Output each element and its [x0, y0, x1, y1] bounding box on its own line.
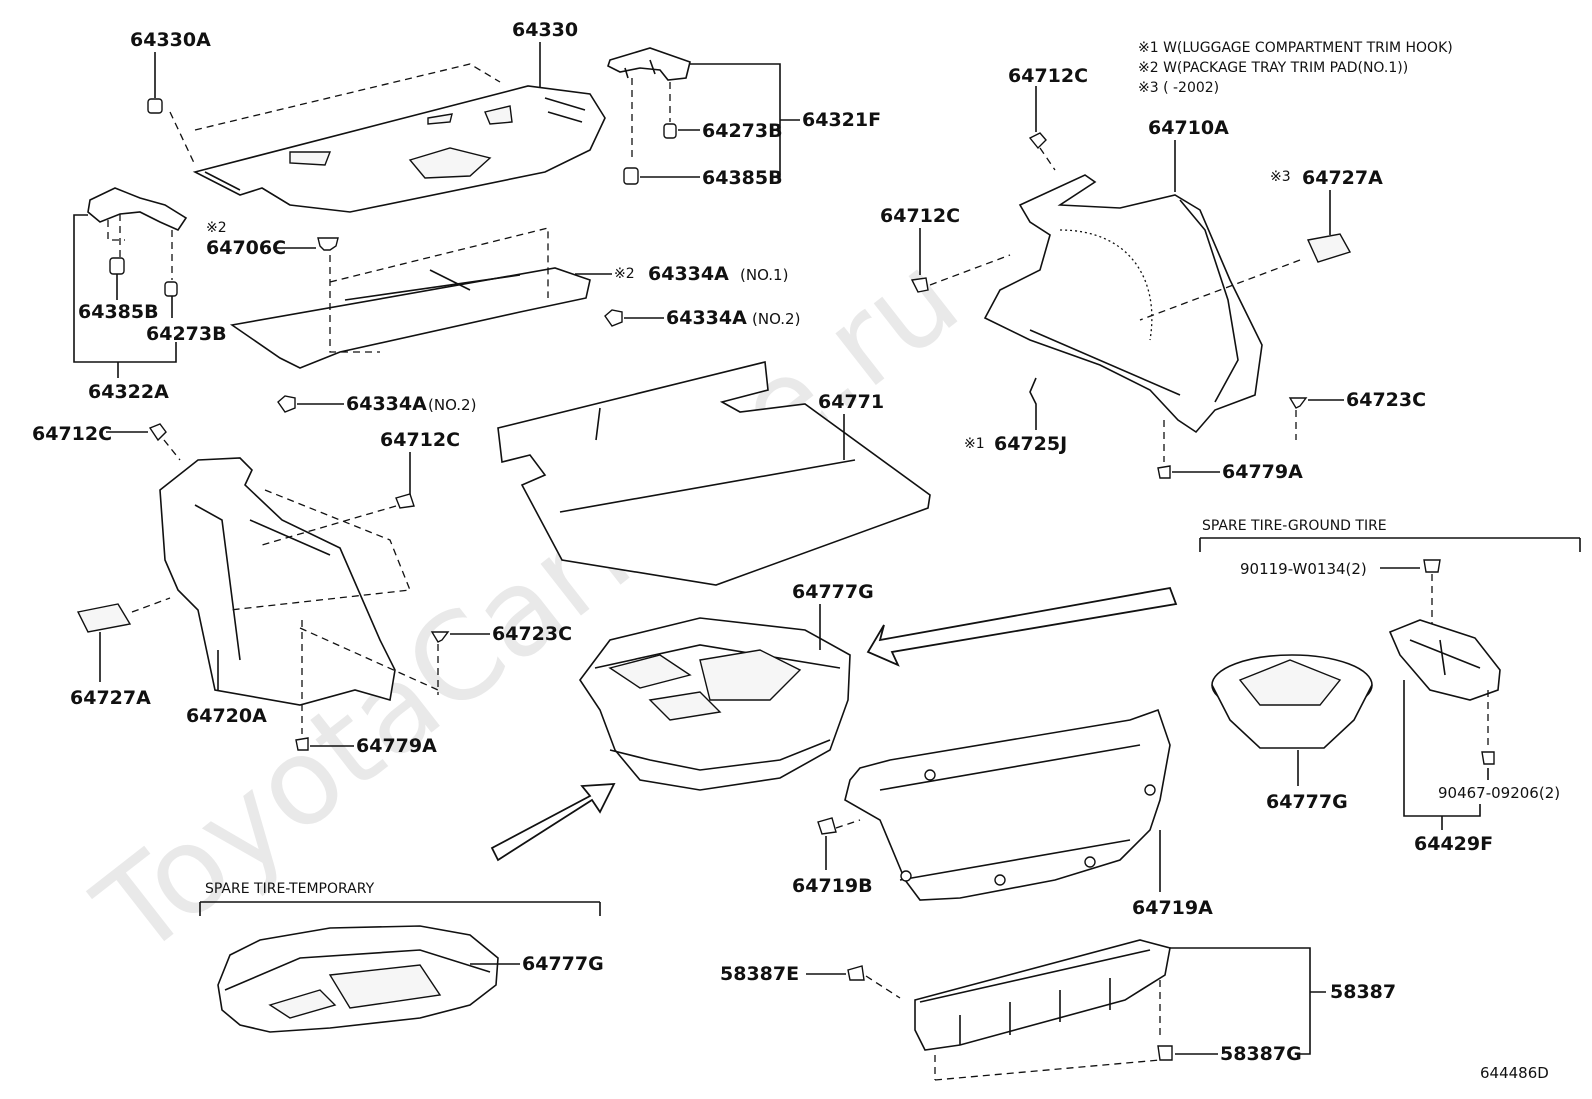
- label-64777G-main: 64777G: [792, 581, 874, 603]
- label-64712C-left: 64712C: [32, 423, 112, 445]
- label-64727A-top-right: 64727A: [1302, 167, 1383, 189]
- label-64720A: 64720A: [186, 705, 267, 727]
- arrow-from-ground-tire: [866, 586, 1178, 667]
- label-64321F: 64321F: [802, 109, 881, 131]
- luggage-mat-64771: [497, 361, 931, 586]
- label-58387G: 58387G: [1220, 1043, 1302, 1065]
- label-64273B-top: 64273B: [702, 120, 783, 142]
- label-64334A-no1: 64334A: [648, 263, 729, 285]
- label-90467: 90467-09206(2): [1438, 784, 1560, 802]
- label-64429F: 64429F: [1414, 833, 1493, 855]
- label-64712C-mid: 64712C: [380, 429, 460, 451]
- mark-note1: ※1: [964, 436, 985, 452]
- label-64710A: 64710A: [1148, 117, 1229, 139]
- label-64706C: 64706C: [206, 237, 286, 259]
- mark-note3: ※3: [1270, 169, 1291, 185]
- label-64777G-temp: 64777G: [522, 953, 604, 975]
- figure-id: 644486D: [1480, 1064, 1549, 1082]
- label-58387: 58387: [1330, 981, 1396, 1003]
- side-trim-right-64710A: [983, 174, 1263, 434]
- spare-tire-tray-temporary: [217, 925, 499, 1033]
- label-64712C-top-right: 64712C: [1008, 65, 1088, 87]
- label-64334A-no2-right: 64334A: [666, 307, 747, 329]
- label-64779A-right: 64779A: [1222, 461, 1303, 483]
- package-tray-64330: [192, 85, 606, 213]
- spare-tire-tray-ground: [1211, 654, 1373, 749]
- label-64334A-no2-left: 64334A: [346, 393, 427, 415]
- note-3: ※3 ( -2002): [1138, 80, 1219, 96]
- bracket-64322A: [87, 187, 188, 232]
- spare-tire-bracket-64429F: [1388, 619, 1501, 701]
- label-64777G-ground: 64777G: [1266, 791, 1348, 813]
- arrow-from-temporary: [490, 783, 616, 862]
- label-64273B-left: 64273B: [146, 323, 227, 345]
- bracket-64321F: [607, 47, 691, 81]
- label-64330: 64330: [512, 19, 578, 41]
- label-64727A-left: 64727A: [70, 687, 151, 709]
- label-no2-right: (NO.2): [752, 310, 800, 328]
- label-64719A: 64719A: [1132, 897, 1213, 919]
- label-64723C-right: 64723C: [1346, 389, 1426, 411]
- trunk-trim-64719A: [844, 708, 1171, 901]
- label-no2-left: (NO.2): [428, 396, 476, 414]
- label-64712C-mid-right: 64712C: [880, 205, 960, 227]
- spare-tire-tray-main: [579, 617, 851, 791]
- label-90119: 90119-W0134(2): [1240, 560, 1367, 578]
- sill-plate-58387: [914, 939, 1171, 1051]
- label-64719B: 64719B: [792, 875, 873, 897]
- label-64771: 64771: [818, 391, 884, 413]
- label-64385B-top: 64385B: [702, 167, 783, 189]
- mark-note2-b: ※2: [614, 266, 635, 282]
- mark-note2-a: ※2: [206, 220, 227, 236]
- label-64322A: 64322A: [88, 381, 169, 403]
- label-64779A-left: 64779A: [356, 735, 437, 757]
- note-1: ※1 W(LUGGAGE COMPARTMENT TRIM HOOK): [1138, 40, 1453, 56]
- label-64725J: 64725J: [994, 433, 1067, 455]
- label-64385B-left: 64385B: [78, 301, 159, 323]
- section-ground-tire: SPARE TIRE-GROUND TIRE: [1202, 518, 1387, 534]
- tray-pad-64334A: [229, 267, 591, 369]
- label-58387E: 58387E: [720, 963, 799, 985]
- side-trim-left-64720A: [159, 457, 396, 706]
- label-no1: (NO.1): [740, 266, 788, 284]
- label-64723C-left: 64723C: [492, 623, 572, 645]
- section-temporary: SPARE TIRE-TEMPORARY: [205, 881, 375, 897]
- note-2: ※2 W(PACKAGE TRAY TRIM PAD(NO.1)): [1138, 60, 1408, 76]
- label-64330A: 64330A: [130, 29, 211, 51]
